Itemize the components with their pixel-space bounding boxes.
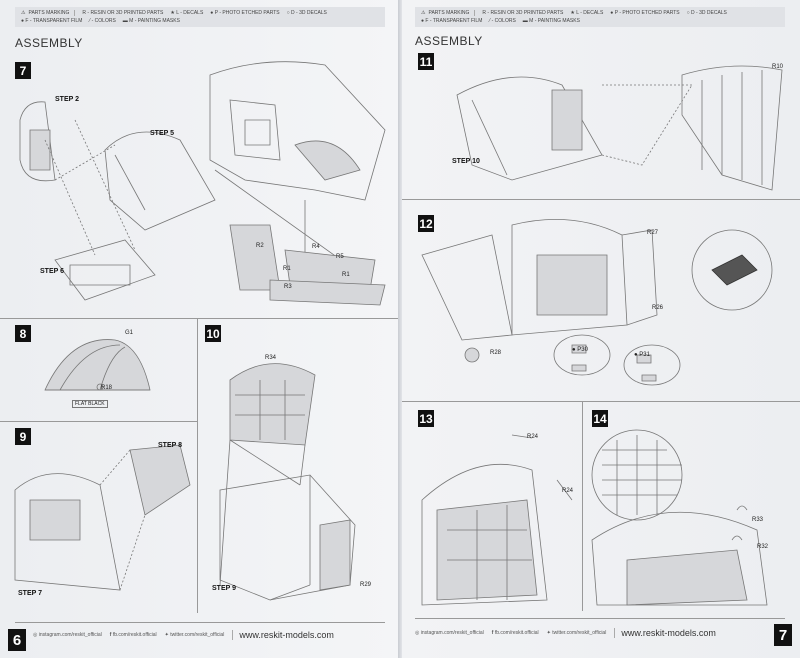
instagram-icon: ◎ xyxy=(415,630,420,636)
part-label: R29 xyxy=(360,582,372,588)
step-ref: STEP 10 xyxy=(452,158,480,165)
step-ref: STEP 2 xyxy=(55,96,79,103)
left-page: ⚠PARTS MARKING R - RESIN OR 3D PRINTED P… xyxy=(0,0,400,658)
legend-item: ▬ M - PAINTING MASKS xyxy=(522,18,580,25)
step-number: 11 xyxy=(418,53,434,70)
legend-item: ⁄ - COLORS xyxy=(489,18,516,25)
part-label: R28 xyxy=(490,350,502,356)
part-label: R3 xyxy=(284,284,292,290)
legend-item: ○ D - 3D DECALS xyxy=(686,9,727,16)
legend-item: ● F - TRANSPARENT FILM xyxy=(421,18,483,25)
divider xyxy=(197,318,198,613)
part-label: R24 xyxy=(562,488,574,494)
step-ref: STEP 9 xyxy=(212,585,236,592)
page-gutter xyxy=(398,0,402,658)
step-ref: STEP 6 xyxy=(40,268,64,275)
part-label: R18 xyxy=(101,385,113,391)
facebook-link[interactable]: f fb.com/reskit.official xyxy=(109,632,157,638)
part-label: R1 xyxy=(342,272,350,278)
legend-item: ● P - PHOTO ETCHED PARTS xyxy=(210,9,280,16)
warning-icon: ⚠ xyxy=(21,9,26,16)
section-title: ASSEMBLY xyxy=(415,34,483,48)
step-14-drawing xyxy=(591,429,768,606)
website-link[interactable]: www.reskit-models.com xyxy=(232,630,334,640)
legend-item: ⁄ - COLORS xyxy=(89,18,116,25)
footer: ◎ instagram.com/reskit_official f fb.com… xyxy=(33,630,334,640)
step-number: 8 xyxy=(15,325,31,342)
part-label: R1 xyxy=(283,266,291,272)
part-label: R27 xyxy=(647,230,659,236)
divider xyxy=(0,421,197,422)
step-13-drawing xyxy=(421,434,573,606)
part-label: R5 xyxy=(336,254,344,260)
website-link[interactable]: www.reskit-models.com xyxy=(614,628,716,638)
legend-item: ▬ M - PAINTING MASKS xyxy=(122,18,180,25)
parts-marking-legend: ⚠PARTS MARKING R - RESIN OR 3D PRINTED P… xyxy=(415,7,785,27)
legend-item: ● F - TRANSPARENT FILM xyxy=(21,18,83,25)
part-label: R10 xyxy=(772,64,784,70)
right-page: ⚠PARTS MARKING R - RESIN OR 3D PRINTED P… xyxy=(402,0,800,658)
divider xyxy=(402,199,800,200)
part-label: G1 xyxy=(125,330,134,336)
part-label: R26 xyxy=(652,305,664,311)
footer: ◎ instagram.com/reskit_official f fb.com… xyxy=(415,628,716,638)
legend-title: PARTS MARKING xyxy=(28,9,70,16)
instagram-link[interactable]: ◎ instagram.com/reskit_official xyxy=(415,630,484,636)
parts-marking-legend: ⚠PARTS MARKING R - RESIN OR 3D PRINTED P… xyxy=(15,7,385,27)
instagram-icon: ◎ xyxy=(33,632,38,638)
step-ref: STEP 5 xyxy=(150,130,174,137)
divider xyxy=(582,401,583,611)
footer-divider xyxy=(15,622,385,623)
legend-title: PARTS MARKING xyxy=(428,9,470,16)
twitter-link[interactable]: ✦ twitter.com/reskit_official xyxy=(164,632,225,638)
step-number: 7 xyxy=(15,62,31,79)
page-number: 6 xyxy=(8,629,26,651)
facebook-icon: f xyxy=(109,632,112,638)
step-ref: STEP 8 xyxy=(158,442,182,449)
part-label: R24 xyxy=(527,434,539,440)
step-number: 9 xyxy=(15,428,31,445)
step-10-drawing xyxy=(219,363,356,601)
legend-item: ● P - PHOTO ETCHED PARTS xyxy=(610,9,680,16)
step-ref: STEP 7 xyxy=(18,590,42,597)
section-title: ASSEMBLY xyxy=(15,36,83,50)
step-11-drawing xyxy=(456,65,783,191)
legend-item: R - RESIN OR 3D PRINTED PARTS xyxy=(482,9,564,16)
part-label: ● P31 xyxy=(634,352,650,358)
part-label: R32 xyxy=(757,544,769,550)
twitter-icon: ✦ xyxy=(164,632,169,638)
step-12-drawing xyxy=(421,218,773,386)
part-label: R33 xyxy=(752,517,764,523)
facebook-icon: f xyxy=(491,630,494,636)
part-label: ● P30 xyxy=(572,347,588,353)
legend-item: ★ L - DECALS xyxy=(170,9,204,16)
step-number: 14 xyxy=(592,410,608,427)
step-8-drawing xyxy=(44,339,151,391)
instagram-link[interactable]: ◎ instagram.com/reskit_official xyxy=(33,632,102,638)
facebook-link[interactable]: f fb.com/reskit.official xyxy=(491,630,539,636)
footer-divider xyxy=(415,618,785,619)
step-number: 10 xyxy=(205,325,221,342)
legend-item: ○ D - 3D DECALS xyxy=(286,9,327,16)
page-number: 7 xyxy=(774,624,792,646)
part-label: R4 xyxy=(312,244,320,250)
legend-item: R - RESIN OR 3D PRINTED PARTS xyxy=(82,9,164,16)
divider xyxy=(0,318,398,319)
step-7-drawing xyxy=(19,61,386,306)
part-label: R2 xyxy=(256,243,264,249)
step-number: 13 xyxy=(418,410,434,427)
step-9-drawing xyxy=(14,444,191,591)
divider xyxy=(402,401,800,402)
part-label: R34 xyxy=(265,355,277,361)
twitter-link[interactable]: ✦ twitter.com/reskit_official xyxy=(546,630,607,636)
color-callout: FLAT BLACK xyxy=(72,400,108,408)
warning-icon: ⚠ xyxy=(421,9,426,16)
twitter-icon: ✦ xyxy=(546,630,551,636)
legend-item: ★ L - DECALS xyxy=(570,9,604,16)
step-number: 12 xyxy=(418,215,434,232)
